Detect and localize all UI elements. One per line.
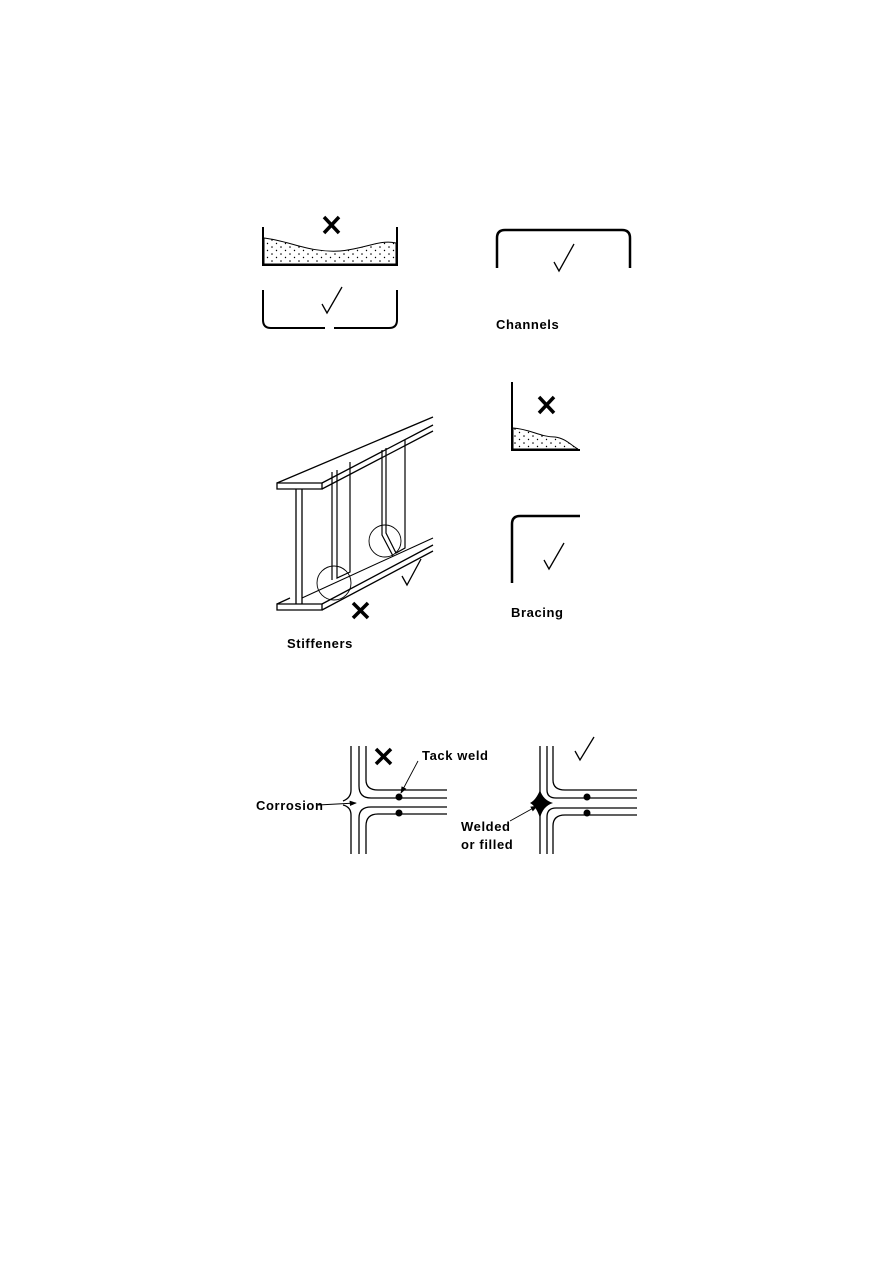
corrosion-label: Corrosion	[256, 798, 324, 813]
debris-fill	[512, 427, 579, 450]
angle-open-bad	[511, 382, 580, 451]
stiffeners-group: Stiffeners	[276, 416, 434, 651]
welded-label-line1: Welded	[461, 819, 511, 834]
check-mark-icon	[553, 243, 575, 273]
tack-weld-label: Tack weld	[422, 748, 489, 763]
channel-inverted-good	[495, 228, 632, 273]
channels-group: Channels	[262, 215, 632, 332]
check-mark-icon	[401, 558, 422, 587]
filled-joint-good: Welded or filled	[461, 736, 637, 854]
tack-welded-joint-bad: Tack weld Corrosion	[256, 746, 489, 854]
cross-mark-icon	[351, 601, 370, 620]
channel-drained-good	[262, 286, 398, 329]
channels-label: Channels	[496, 317, 559, 332]
bracing-label: Bracing	[511, 605, 564, 620]
check-mark-icon	[321, 286, 343, 315]
check-mark-icon	[574, 736, 595, 762]
welded-label-line2: or filled	[461, 837, 513, 852]
weld-fill	[530, 790, 553, 818]
cross-mark-icon	[322, 215, 341, 235]
channel-open-up-bad	[262, 215, 398, 266]
cross-mark-icon	[537, 395, 556, 415]
stiffeners-label: Stiffeners	[287, 636, 353, 651]
angle-inverted-good	[510, 514, 580, 583]
check-mark-icon	[543, 542, 565, 571]
debris-fill	[263, 237, 397, 265]
bracing-group: Bracing	[510, 382, 580, 620]
cross-mark-icon	[374, 747, 393, 766]
